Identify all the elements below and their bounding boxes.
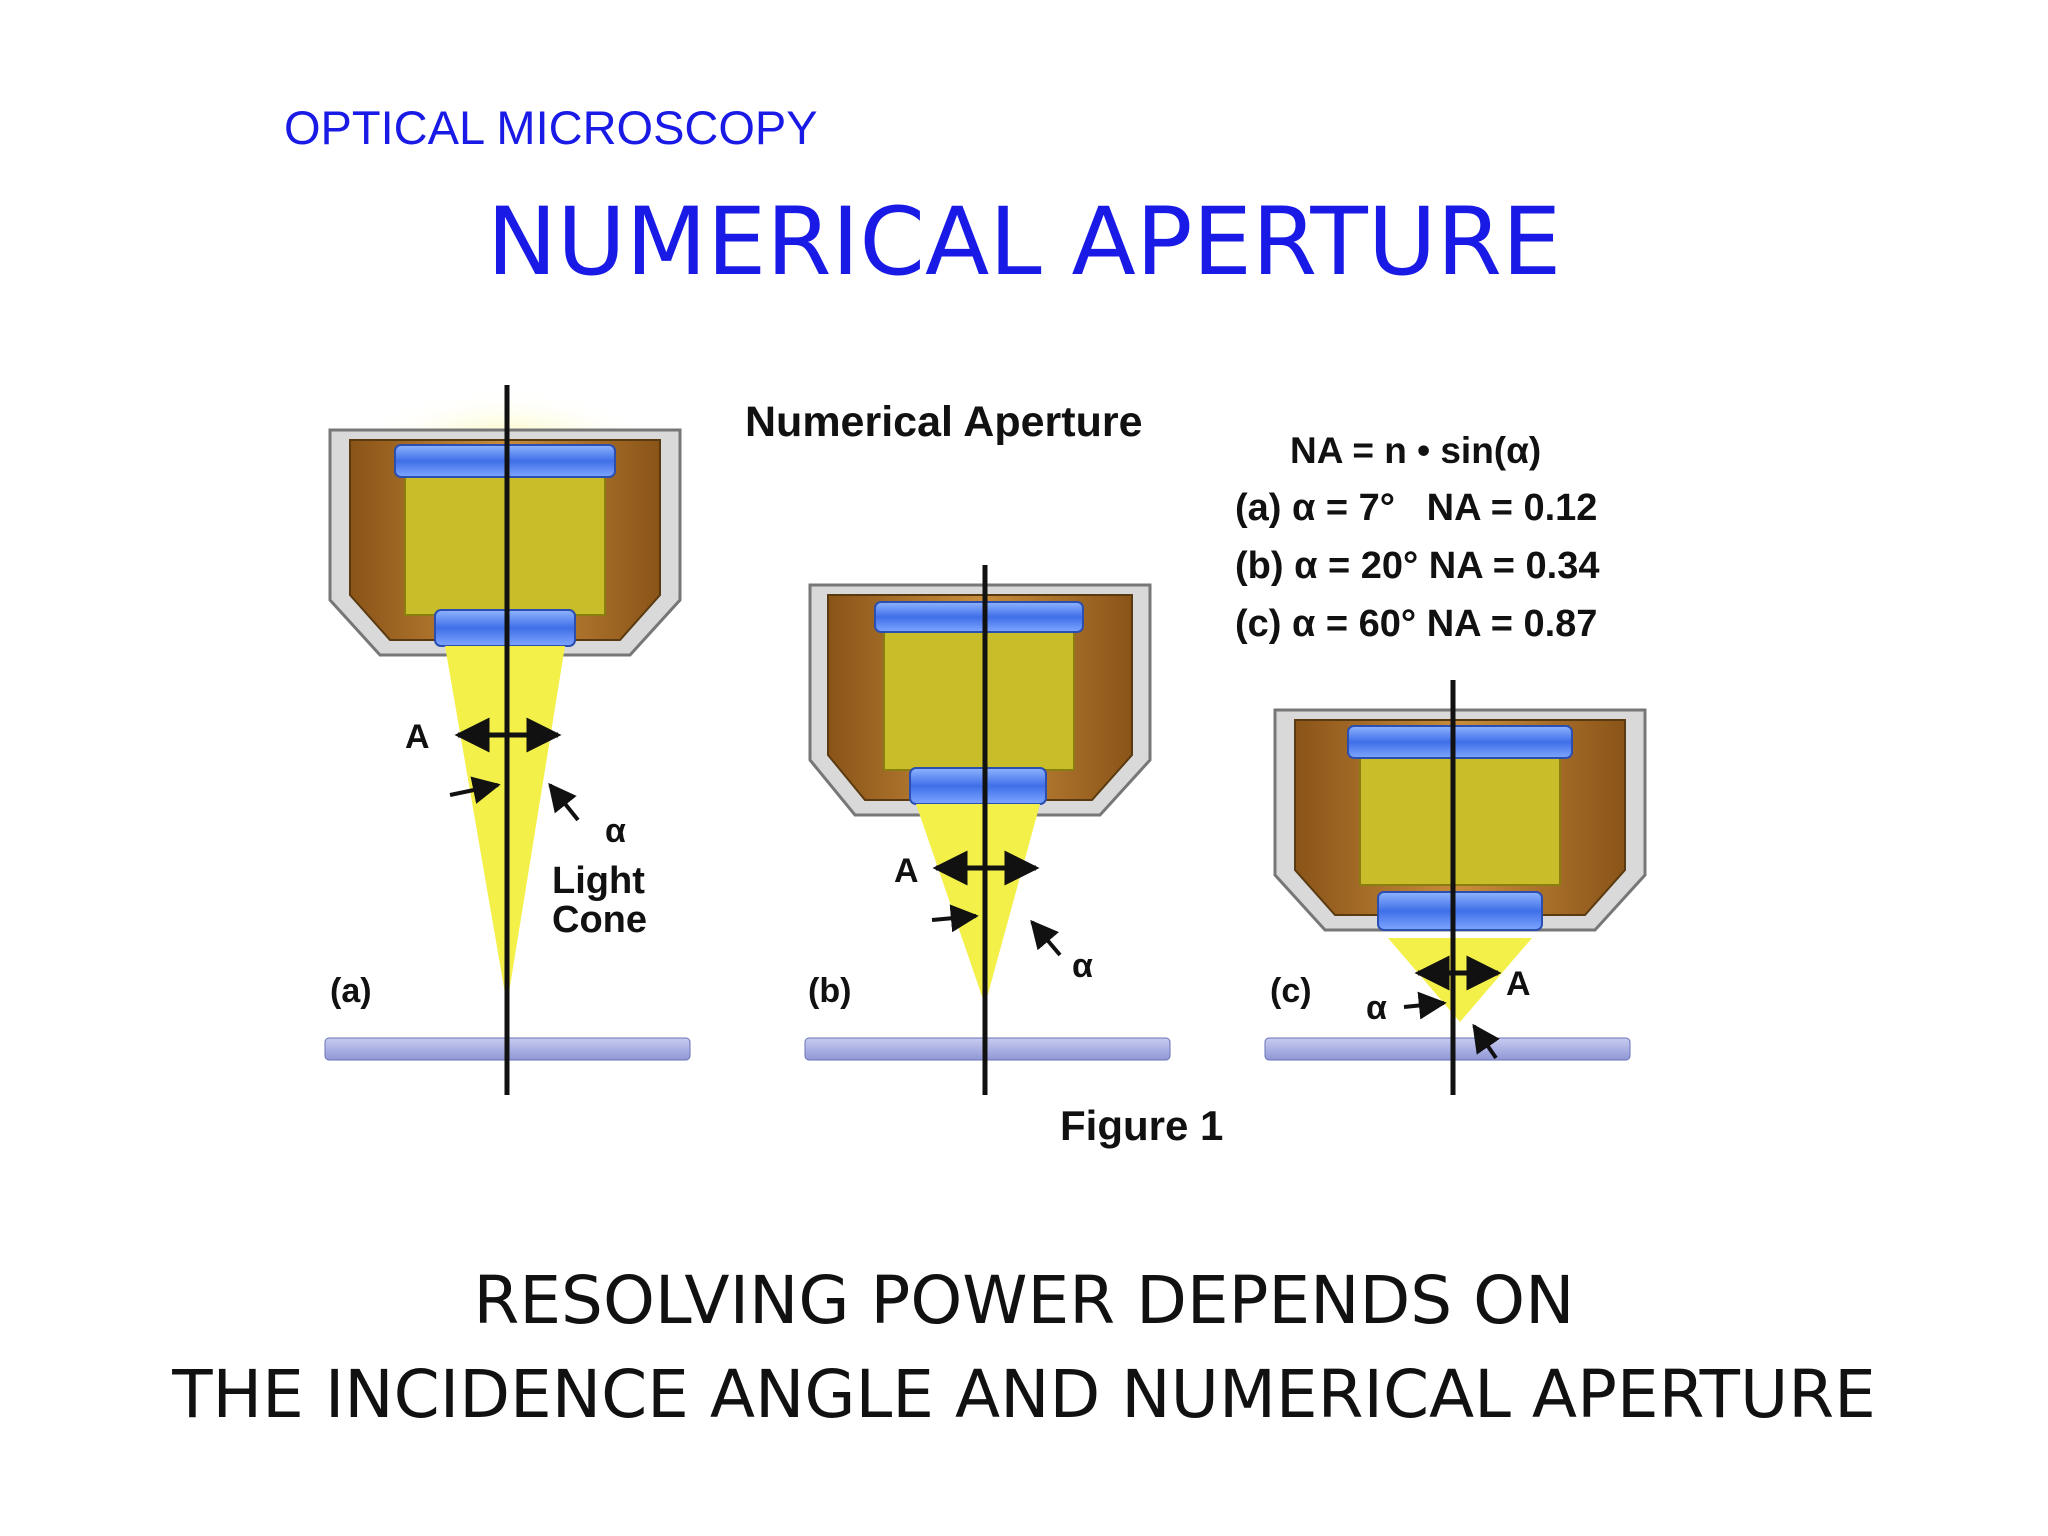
panel-label-c: (c) — [1270, 972, 1312, 1010]
na-row-a: (a) α = 7° NA = 0.12 — [1235, 487, 1597, 529]
aperture-label-a: A — [405, 718, 430, 756]
na-row-c: (c) α = 60° NA = 0.87 — [1235, 603, 1597, 645]
upper-lens-b — [874, 601, 1084, 633]
aperture-label-b: A — [894, 852, 919, 890]
conclusion-line-1: RESOLVING POWER DEPENDS ON — [473, 1262, 1575, 1339]
light-cone-label-line1: Light — [552, 860, 645, 902]
figure-caption: Figure 1 — [1060, 1102, 1223, 1149]
panel-label-a: (a) — [330, 972, 372, 1010]
light-cone-label-line2: Cone — [552, 899, 647, 941]
aperture-label-c: A — [1506, 965, 1531, 1003]
alpha-arrow-right-c — [1472, 1023, 1500, 1060]
front-lens-c — [1377, 891, 1543, 931]
angle-label-c: α — [1366, 989, 1387, 1027]
figure-heading: Numerical Aperture — [745, 398, 1142, 446]
slide-title: NUMERICAL APERTURE — [486, 188, 1562, 297]
na-formula: NA = n • sin(α) — [1290, 430, 1541, 471]
optical-barrel-b — [883, 619, 1075, 771]
section-kicker: OPTICAL MICROSCOPY — [284, 101, 818, 154]
angle-label-a: α — [605, 812, 626, 850]
panel-a: A α Light Cone (a) — [324, 385, 691, 1095]
panel-b: A α (b) — [804, 565, 1171, 1095]
panel-label-b: (b) — [808, 972, 851, 1010]
na-row-b: (b) α = 20° NA = 0.34 — [1235, 545, 1600, 587]
angle-label-b: α — [1072, 947, 1093, 985]
optical-barrel-c — [1359, 744, 1561, 886]
light-cone-b — [916, 804, 1040, 1005]
front-lens-b — [909, 767, 1047, 805]
upper-lens-c — [1347, 725, 1573, 759]
alpha-arrow-left-a — [449, 776, 501, 804]
panel-c: A α (c) — [1264, 680, 1647, 1095]
alpha-arrow-left-c — [1403, 991, 1447, 1020]
slide-c — [1264, 1037, 1631, 1061]
alpha-arrow-right-a — [548, 782, 580, 822]
alpha-arrow-left-b — [931, 904, 979, 933]
alpha-arrow-right-b — [1030, 919, 1062, 957]
conclusion-line-2: THE INCIDENCE ANGLE AND NUMERICAL APERTU… — [172, 1356, 1876, 1433]
numerical-aperture-figure: A α Light Cone (a) A α (b) A α — [300, 370, 1700, 1170]
